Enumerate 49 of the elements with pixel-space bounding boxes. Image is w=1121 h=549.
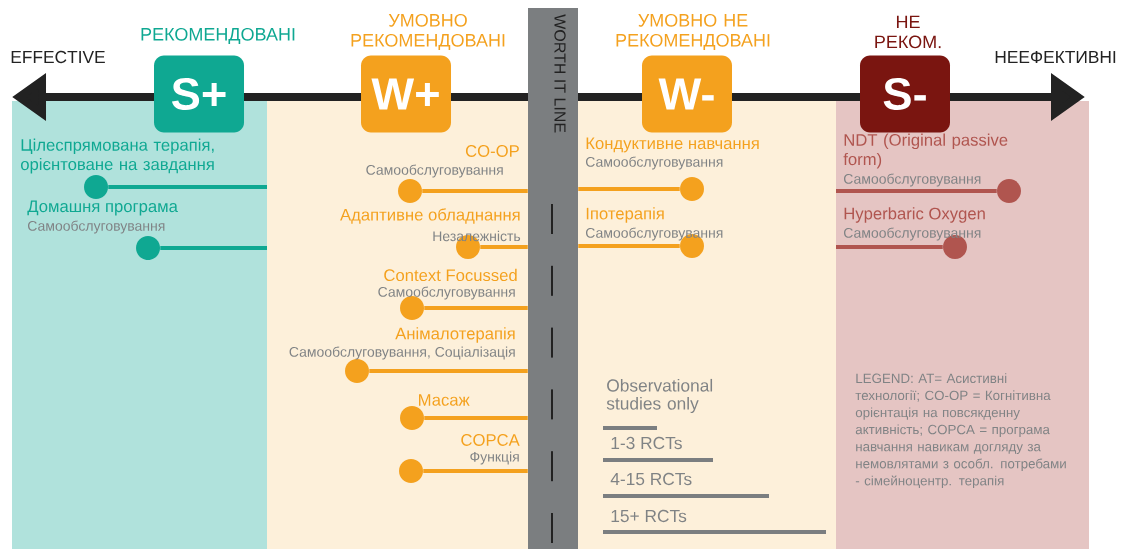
outcome-text: Самообслуговування <box>28 220 165 234</box>
legend-note: LEGEND: AT= Асистивні технології; CO-OP = Когнітивна орієнтація на повсякденну активність; COPCA = програма навчання навикам догляду за немовлятами з особл. потребами - сімейноцентр. терапія <box>855 373 1066 489</box>
intervention-name: Масаж <box>419 394 470 406</box>
outcome-text: Самообслуговування <box>378 286 515 300</box>
rating-badge: S- <box>860 55 950 133</box>
intervention-name: Іпотерапія <box>586 207 664 223</box>
connector-line <box>578 244 680 248</box>
intervention-name: Цілеспрямована терапія, орієнтоване на завдання <box>20 138 214 174</box>
outcome-text: Самообслуговування <box>844 227 981 241</box>
intervention-name: NDT (Original passive form) <box>843 133 1008 169</box>
connector-line <box>369 369 528 373</box>
connector-line <box>424 306 528 310</box>
zone-heading: УМОВНО РЕКОМЕНДОВАНІ <box>351 13 505 51</box>
outcome-text: Самообслуговування <box>844 173 981 187</box>
connector-line <box>108 185 267 189</box>
zone-heading: УМОВНО НЕ РЕКОМЕНДОВАНІ <box>616 13 770 51</box>
intervention-name: COPCA <box>461 434 520 446</box>
connector-line <box>836 245 943 249</box>
connector-line <box>424 416 528 420</box>
rating-badge: W+ <box>361 55 451 133</box>
intervention-name: Hyperbaric Oxygen <box>844 207 985 223</box>
outcome-text: Самообслуговування <box>586 156 723 170</box>
connector-line <box>836 189 997 193</box>
connector-line <box>160 246 267 250</box>
axis-end-label: EFFECTIVE <box>11 50 105 64</box>
outcome-text: Функція <box>470 451 519 465</box>
intervention-name: CO-OP <box>465 145 519 157</box>
connector-line <box>578 187 680 191</box>
intervention-name: Context Focussed <box>384 268 517 282</box>
intervention-name: Анімалотерапія <box>395 327 515 343</box>
rating-badge: S+ <box>154 55 244 133</box>
zone-heading: НЕ РЕКОМ. <box>875 15 941 49</box>
outcome-text: Самообслуговування, Соціалізація <box>289 346 515 360</box>
intervention-name: Кондуктивне навчання <box>586 137 759 153</box>
intervention-name: Адаптивне обладнання <box>340 208 520 224</box>
legend-text: 4-15 RCTs <box>610 472 692 486</box>
intervention-name: Домашня програма <box>27 200 178 216</box>
rating-badge: W- <box>642 55 732 133</box>
outcome-text: Незалежність <box>433 230 521 242</box>
axis-end-label: НЕЕФЕКТИВНІ <box>995 50 1116 64</box>
outcome-text: Самообслуговування <box>586 227 723 241</box>
zone-heading: РЕКОМЕНДОВАНІ <box>141 27 295 45</box>
connector-line <box>422 189 528 193</box>
legend-text: 1-3 RCTs <box>611 436 682 450</box>
outcome-text: Самообслуговування <box>366 164 503 178</box>
legend-text: 15+ RCTs <box>611 509 687 523</box>
connector-line <box>480 245 528 249</box>
legend-text: Observational studies only <box>606 378 713 414</box>
connector-line <box>423 469 528 473</box>
